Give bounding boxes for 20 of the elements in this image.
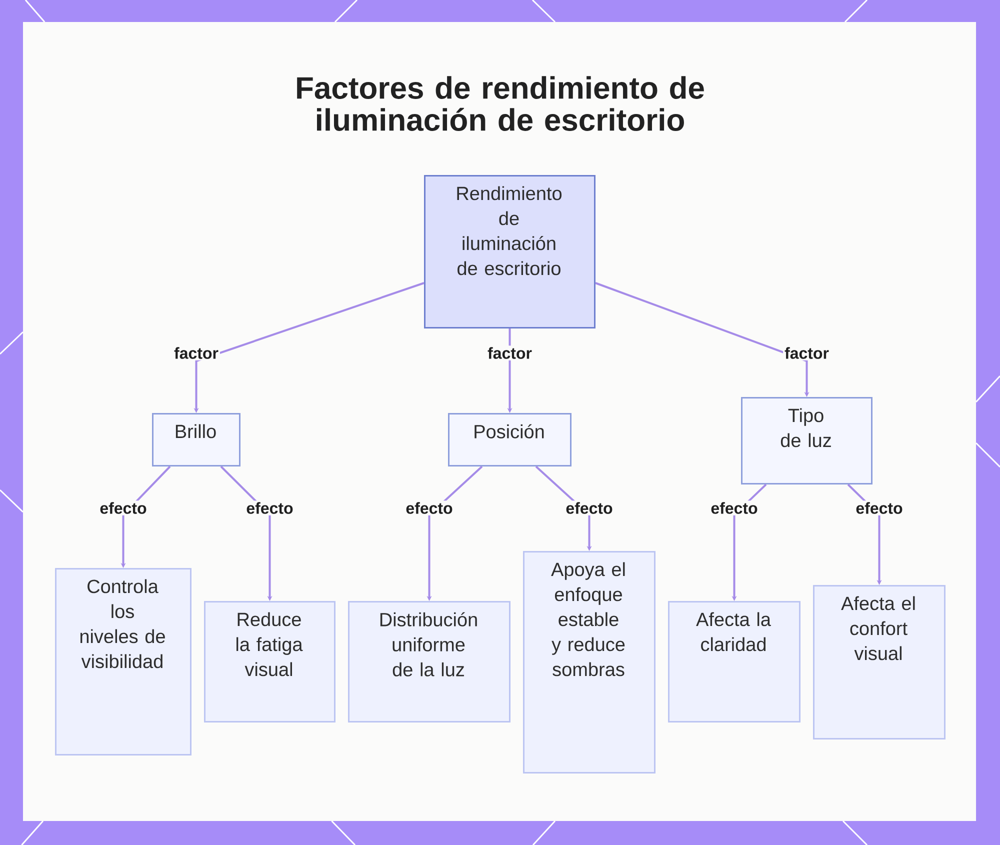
edge-label: factor xyxy=(172,346,220,360)
edge-label: efecto xyxy=(98,500,148,516)
edge-label: efecto xyxy=(564,500,614,516)
process-box: Afecta el confort visual xyxy=(813,585,946,740)
process-box: Afecta la claridad xyxy=(668,601,801,722)
process-box: Apoya el enfoque estable y reduce sombras xyxy=(523,551,656,774)
process-box: Posición xyxy=(448,413,572,466)
process-box: Controla los niveles de visibilidad xyxy=(55,568,192,756)
edge-label: factor xyxy=(486,346,534,360)
process-box: Tipo de luz xyxy=(741,397,873,484)
edge-label: efecto xyxy=(244,500,295,516)
edge-label: efecto xyxy=(709,500,760,516)
process-box: Distribución uniforme de la luz xyxy=(348,601,510,722)
title: Factores de rendimiento de iluminación de escritorio xyxy=(297,76,704,131)
process-box: Brillo xyxy=(152,413,240,466)
edge-label: efecto xyxy=(854,500,904,516)
process-box: Reduce la fatiga visual xyxy=(204,601,336,722)
edge-label: factor xyxy=(783,346,830,360)
edge-label: efecto xyxy=(404,500,454,516)
process-box: Rendimiento de iluminación de escritorio xyxy=(424,175,596,328)
